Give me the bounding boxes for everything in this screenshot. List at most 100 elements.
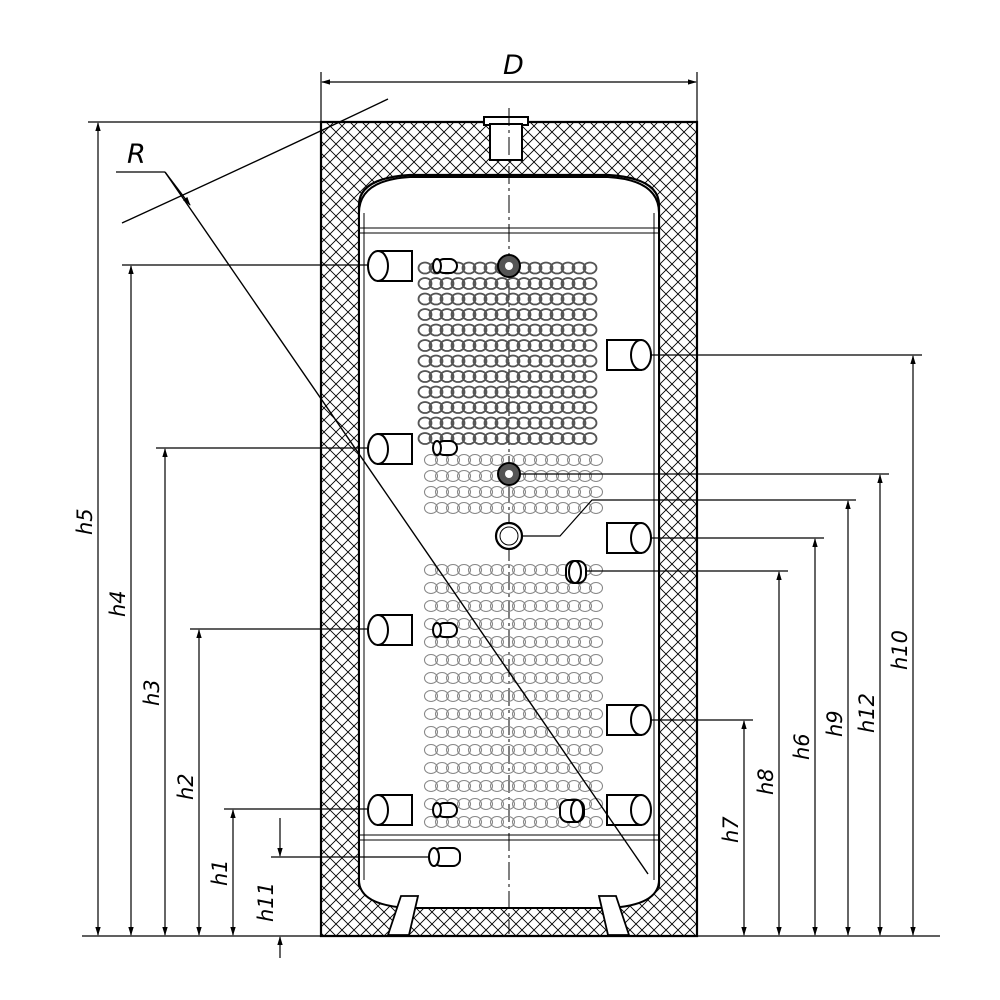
coil-loop: [445, 599, 461, 613]
coil-loop: [434, 779, 450, 793]
coil-loop: [478, 563, 494, 577]
coil-loop: [456, 779, 472, 793]
coil-loop: [566, 761, 582, 775]
coil-loop: [527, 323, 543, 337]
coil-loop: [555, 635, 571, 649]
coil-loop: [450, 308, 466, 321]
coil-loop: [511, 797, 527, 811]
coil-loop: [533, 501, 549, 515]
coil-loop: [566, 501, 582, 515]
coil-loop: [566, 635, 582, 649]
coil-loop: [461, 308, 477, 321]
coil-loop: [434, 689, 450, 703]
coil-loop: [588, 689, 604, 703]
coil-loop: [456, 617, 472, 631]
coil-loop: [494, 292, 510, 306]
coil-loop: [582, 432, 598, 445]
coil-loop: [549, 308, 565, 321]
coil-loop: [505, 401, 521, 414]
label-h5: h5: [73, 508, 97, 535]
coil-loop: [450, 370, 466, 383]
coil-loop: [434, 501, 450, 515]
coil-loop: [538, 323, 554, 337]
right-nozzle-bottom: [606, 794, 652, 826]
coil-loop: [467, 599, 483, 613]
coil-loop: [428, 354, 444, 368]
coil-loop: [489, 453, 505, 467]
coil-loop: [544, 581, 560, 595]
coil-loop: [522, 581, 538, 595]
coil-loop: [516, 277, 532, 290]
coil-loop: [423, 671, 439, 685]
coil-loop: [511, 779, 527, 793]
coil-loop: [549, 370, 565, 383]
coil-loop: [522, 635, 538, 649]
coil-loop: [522, 671, 538, 685]
coil-loop: [577, 469, 593, 483]
coil-loop: [544, 671, 560, 685]
coil-loop: [511, 581, 527, 595]
coil-loop: [450, 401, 466, 414]
coil-loop: [577, 725, 593, 739]
coil-loop: [588, 743, 604, 757]
coil-loop: [483, 416, 499, 430]
coil-loop: [494, 339, 510, 352]
top-connection-pipe: [483, 116, 529, 161]
coil-loop: [467, 617, 483, 631]
coil-loop: [483, 432, 499, 445]
coil-loop: [434, 761, 450, 775]
coil-loop: [417, 339, 433, 352]
coil-loop: [538, 370, 554, 383]
coil-loop: [478, 689, 494, 703]
coil-loop: [494, 323, 510, 337]
coil-loop: [439, 339, 455, 352]
coil-loop: [560, 385, 576, 399]
coil-loop: [467, 725, 483, 739]
coil-loop: [423, 761, 439, 775]
coil-loop: [417, 308, 433, 321]
coil-loop: [571, 432, 587, 445]
coil-loop: [582, 292, 598, 306]
coil-loop: [478, 485, 494, 499]
coil-loop: [428, 370, 444, 383]
coil-loop: [456, 653, 472, 667]
coil-loop: [582, 416, 598, 430]
coil-loop: [434, 581, 450, 595]
coil-loop: [538, 354, 554, 368]
coil-loop: [511, 617, 527, 631]
coil-loop: [538, 292, 554, 306]
left-nozzles: [367, 250, 413, 826]
coil-loop: [533, 689, 549, 703]
coil-loop: [467, 563, 483, 577]
coil-loop: [566, 707, 582, 721]
coil-loop: [483, 339, 499, 352]
coil-loop: [555, 501, 571, 515]
coil-loop: [566, 469, 582, 483]
coil-loop: [582, 261, 598, 275]
coil-loop: [483, 308, 499, 321]
coil-loop: [478, 635, 494, 649]
coil-loop: [571, 292, 587, 306]
coil-loop: [566, 671, 582, 685]
coil-loop: [417, 401, 433, 414]
coil-loop: [456, 689, 472, 703]
coil-loop: [456, 469, 472, 483]
coil-loop: [478, 707, 494, 721]
coil-loop: [555, 707, 571, 721]
coil-loop: [577, 635, 593, 649]
coil-loop: [533, 563, 549, 577]
coil-loop: [467, 485, 483, 499]
coil-loop: [588, 485, 604, 499]
coil-loop: [577, 453, 593, 467]
coil-loop: [527, 261, 543, 275]
coil-loop: [423, 689, 439, 703]
coil-loop: [439, 308, 455, 321]
coil-loop: [555, 779, 571, 793]
coil-loop: [467, 581, 483, 595]
coil-loop: [544, 797, 560, 811]
coil-loop: [461, 323, 477, 337]
coil-loop: [445, 469, 461, 483]
coil-loop: [456, 501, 472, 515]
coil-loop: [450, 385, 466, 399]
coil-loop: [478, 761, 494, 775]
